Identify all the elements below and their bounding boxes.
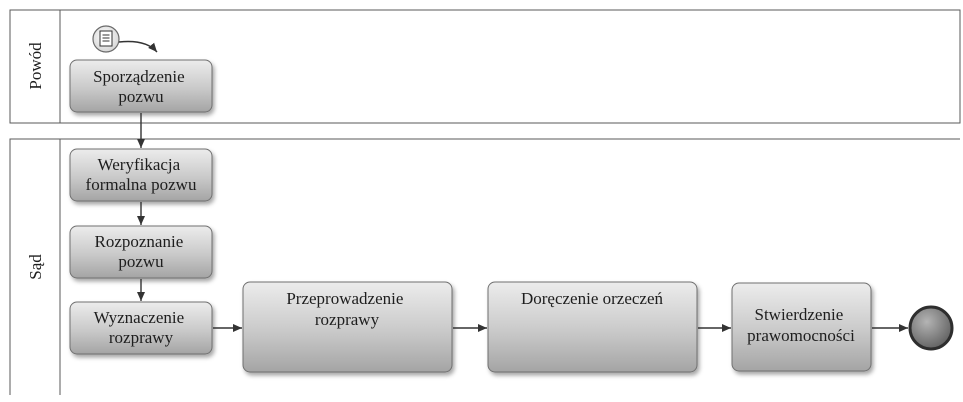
lane-label-powod: Powód: [26, 42, 45, 90]
svg-text:Stwierdzenie prawomocnoś: Stwierdzenie prawomocności: [747, 305, 855, 345]
lane-label-sad: Sąd: [26, 254, 45, 280]
task-label-line: Weryfikacja: [98, 155, 181, 174]
svg-text:Rozpoznanie pozwu: Rozpoznanie pozwu: [95, 232, 188, 271]
task-label-line: pozwu: [118, 252, 164, 271]
svg-text:Sporządzenie pozwu: Sporządzenie pozwu: [93, 67, 189, 106]
svg-text:Przeprowadzenie rozprawy: Przeprowadzenie rozprawy: [286, 289, 407, 329]
task-sporzadzenie-pozwu[interactable]: Sporządzenie pozwu: [69, 59, 213, 113]
task-label-line: pozwu: [118, 87, 164, 106]
task-label-line: rozprawy: [315, 310, 380, 329]
task-label-line: Sporządzenie: [93, 67, 185, 86]
lane-sad: Sąd: [9, 138, 960, 395]
end-event[interactable]: [908, 305, 954, 351]
svg-text:Weryfikacja formalna poz: Weryfikacja formalna pozwu: [86, 155, 197, 194]
task-doreczenie-orzeczen[interactable]: Doręczenie orzeczeń: [487, 281, 698, 373]
svg-text:Wyznaczenie rozprawy: Wyznaczenie rozprawy: [94, 308, 189, 347]
start-message-event[interactable]: [92, 25, 120, 53]
task-label-line: rozprawy: [109, 328, 174, 347]
document-icon: [99, 30, 113, 47]
task-stwierdzenie-prawomocnosci[interactable]: Stwierdzenie prawomocności: [731, 282, 872, 372]
task-label-line: Przeprowadzenie: [286, 289, 403, 308]
task-rozpoznanie-pozwu[interactable]: Rozpoznanie pozwu: [69, 225, 213, 279]
task-weryfikacja-formalna-pozwu[interactable]: Weryfikacja formalna pozwu: [69, 148, 213, 202]
task-label-line: Doręczenie orzeczeń: [521, 289, 664, 308]
svg-text:Doręczenie orzeczeń: Doręczenie orzeczeń: [521, 289, 664, 308]
task-label-line: Rozpoznanie: [95, 232, 184, 251]
task-label-line: Wyznaczenie: [94, 308, 185, 327]
task-label-line: formalna pozwu: [86, 175, 197, 194]
task-wyznaczenie-rozprawy[interactable]: Wyznaczenie rozprawy: [69, 301, 213, 355]
flow-start-to-sporzadzenie: [118, 40, 158, 53]
task-przeprowadzenie-rozprawy[interactable]: Przeprowadzenie rozprawy: [242, 281, 453, 373]
task-label-line: Stwierdzenie: [755, 305, 844, 324]
task-label-line: prawomocności: [747, 326, 855, 345]
